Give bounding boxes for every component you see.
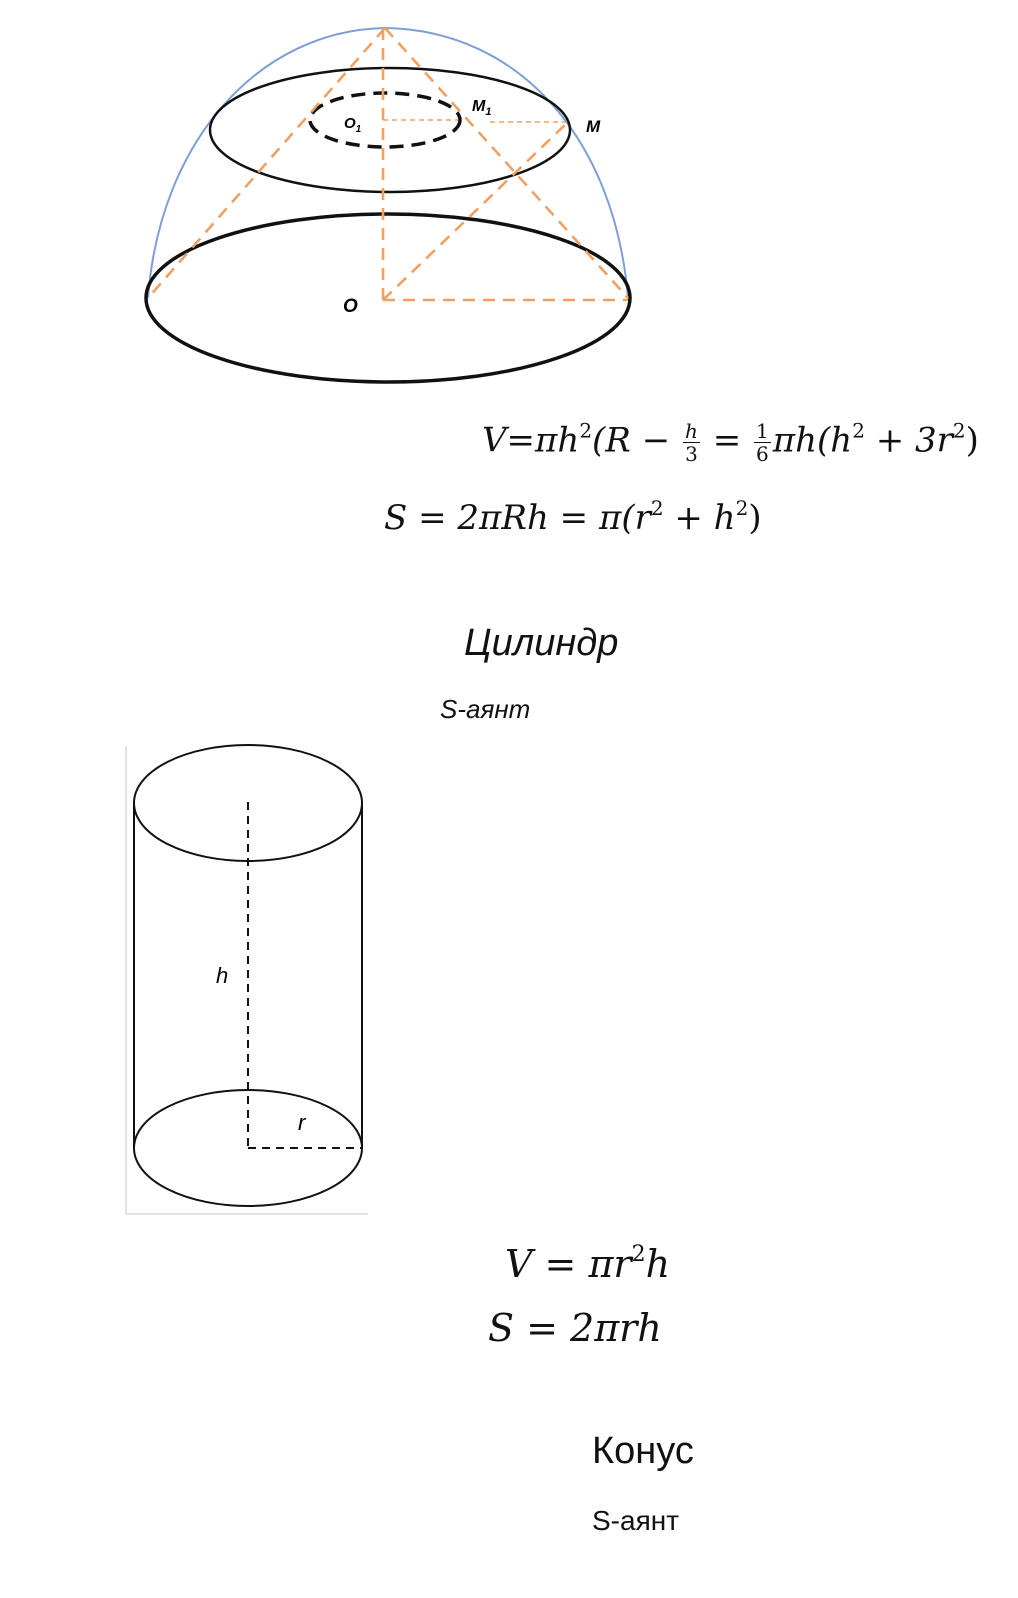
cylinder-figure: h r — [125, 744, 368, 1215]
cone-title: Конус — [592, 1430, 694, 1472]
inner-dashed-circle — [308, 91, 462, 149]
base-circle — [144, 212, 632, 384]
label-h: h — [216, 963, 228, 988]
label-m1: M1 — [472, 98, 491, 118]
cylinder-title: Цилиндр — [464, 622, 619, 664]
cylinder-volume-formula: V = πr2h — [505, 1242, 671, 1286]
construction-lines — [147, 27, 629, 302]
hemisphere-figure: O1 M1 M O — [144, 26, 632, 384]
label-m: M — [586, 117, 601, 136]
label-o1: O1 — [344, 115, 362, 135]
cone-subtitle: S-аянт — [592, 1505, 680, 1536]
label-o: O — [343, 296, 358, 317]
segment-area-formula: S = 2πRh = π(r2 + h2) — [384, 496, 762, 538]
cylinder-area-formula: S = 2πrh — [488, 1306, 662, 1350]
label-r: r — [298, 1110, 307, 1135]
section-circle — [208, 66, 572, 194]
cylinder-subtitle: S-аянт — [440, 694, 531, 724]
